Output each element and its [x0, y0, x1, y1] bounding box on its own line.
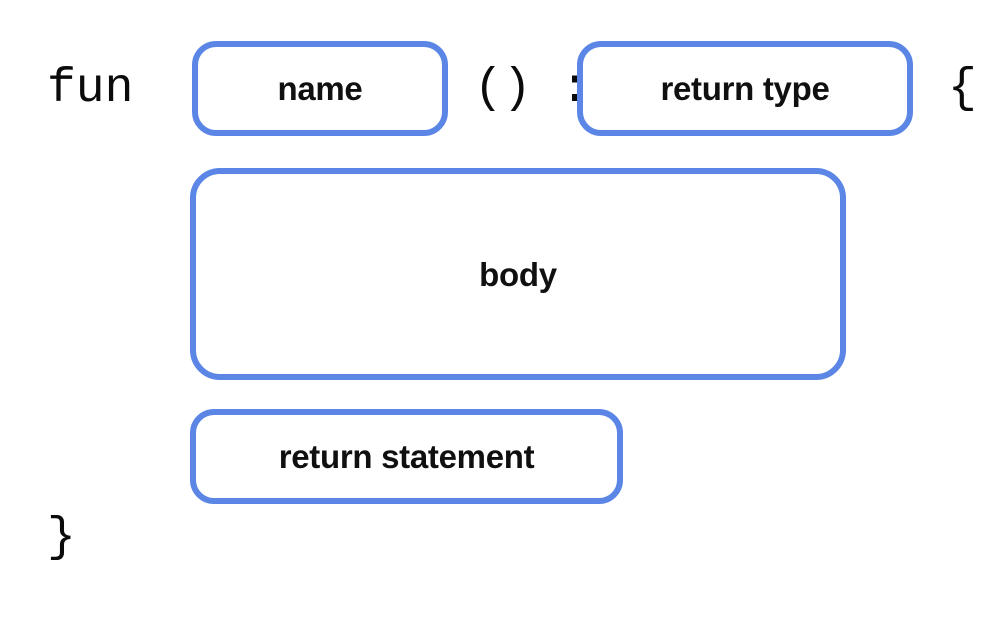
close-brace-token: } — [47, 511, 76, 565]
placeholder-box-body[interactable]: body — [190, 168, 846, 380]
placeholder-label-return-type: return type — [660, 70, 830, 107]
placeholder-box-return-type[interactable]: return type — [577, 41, 913, 136]
keyword-fun-token: fun — [47, 62, 134, 116]
placeholder-box-name[interactable]: name — [192, 41, 448, 136]
placeholder-label-return-statement: return statement — [278, 438, 535, 475]
placeholder-box-return-statement[interactable]: return statement — [190, 409, 623, 504]
placeholder-label-body: body — [479, 255, 557, 293]
parens-colon-token: () : — [474, 62, 590, 116]
placeholder-label-name: name — [277, 70, 363, 107]
open-brace-token: { — [948, 62, 977, 116]
